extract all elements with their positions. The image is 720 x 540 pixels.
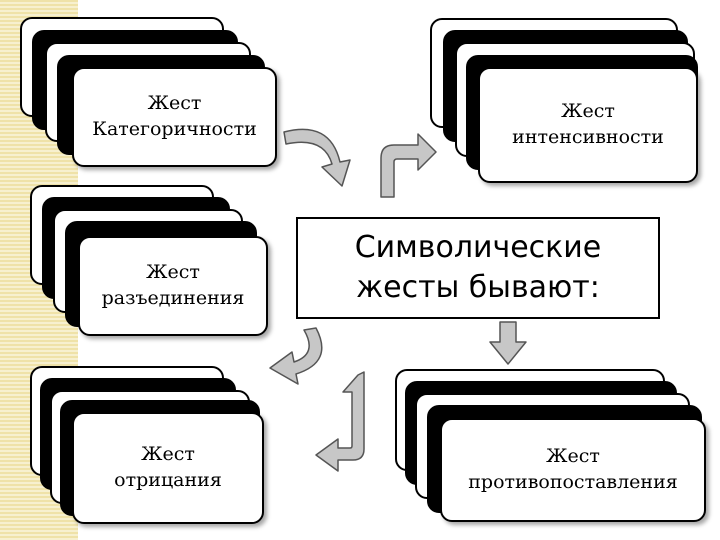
down-arrow-icon (489, 321, 527, 365)
central-line2: жесты бывают: (356, 270, 600, 305)
bent-arrow-icon (380, 133, 437, 198)
card-line2: интенсивности (512, 126, 664, 148)
central-box: Символические жесты бывают: (296, 217, 660, 319)
card-intensity: Жест интенсивности (478, 67, 698, 183)
card-line1: Жест (146, 261, 200, 284)
card-opposition: Жест противопоставления (440, 418, 706, 522)
card-separation: Жест разъединения (78, 236, 268, 336)
card-line2: Категоричности (92, 118, 257, 140)
card-negation: Жест отрицания (72, 412, 264, 524)
central-line1: Символические (354, 229, 602, 265)
bent-arrow-icon (315, 371, 365, 472)
curved-arrow-icon (283, 128, 351, 187)
card-line1: Жест (147, 92, 202, 115)
curved-arrow-icon (269, 327, 323, 385)
card-line2: разъединения (101, 287, 245, 309)
card-line1: Жест (546, 445, 600, 468)
card-line1: Жест (561, 100, 615, 123)
card-line2: отрицания (114, 469, 222, 491)
card-line1: Жест (141, 443, 195, 466)
card-line2: противопоставления (468, 471, 678, 493)
